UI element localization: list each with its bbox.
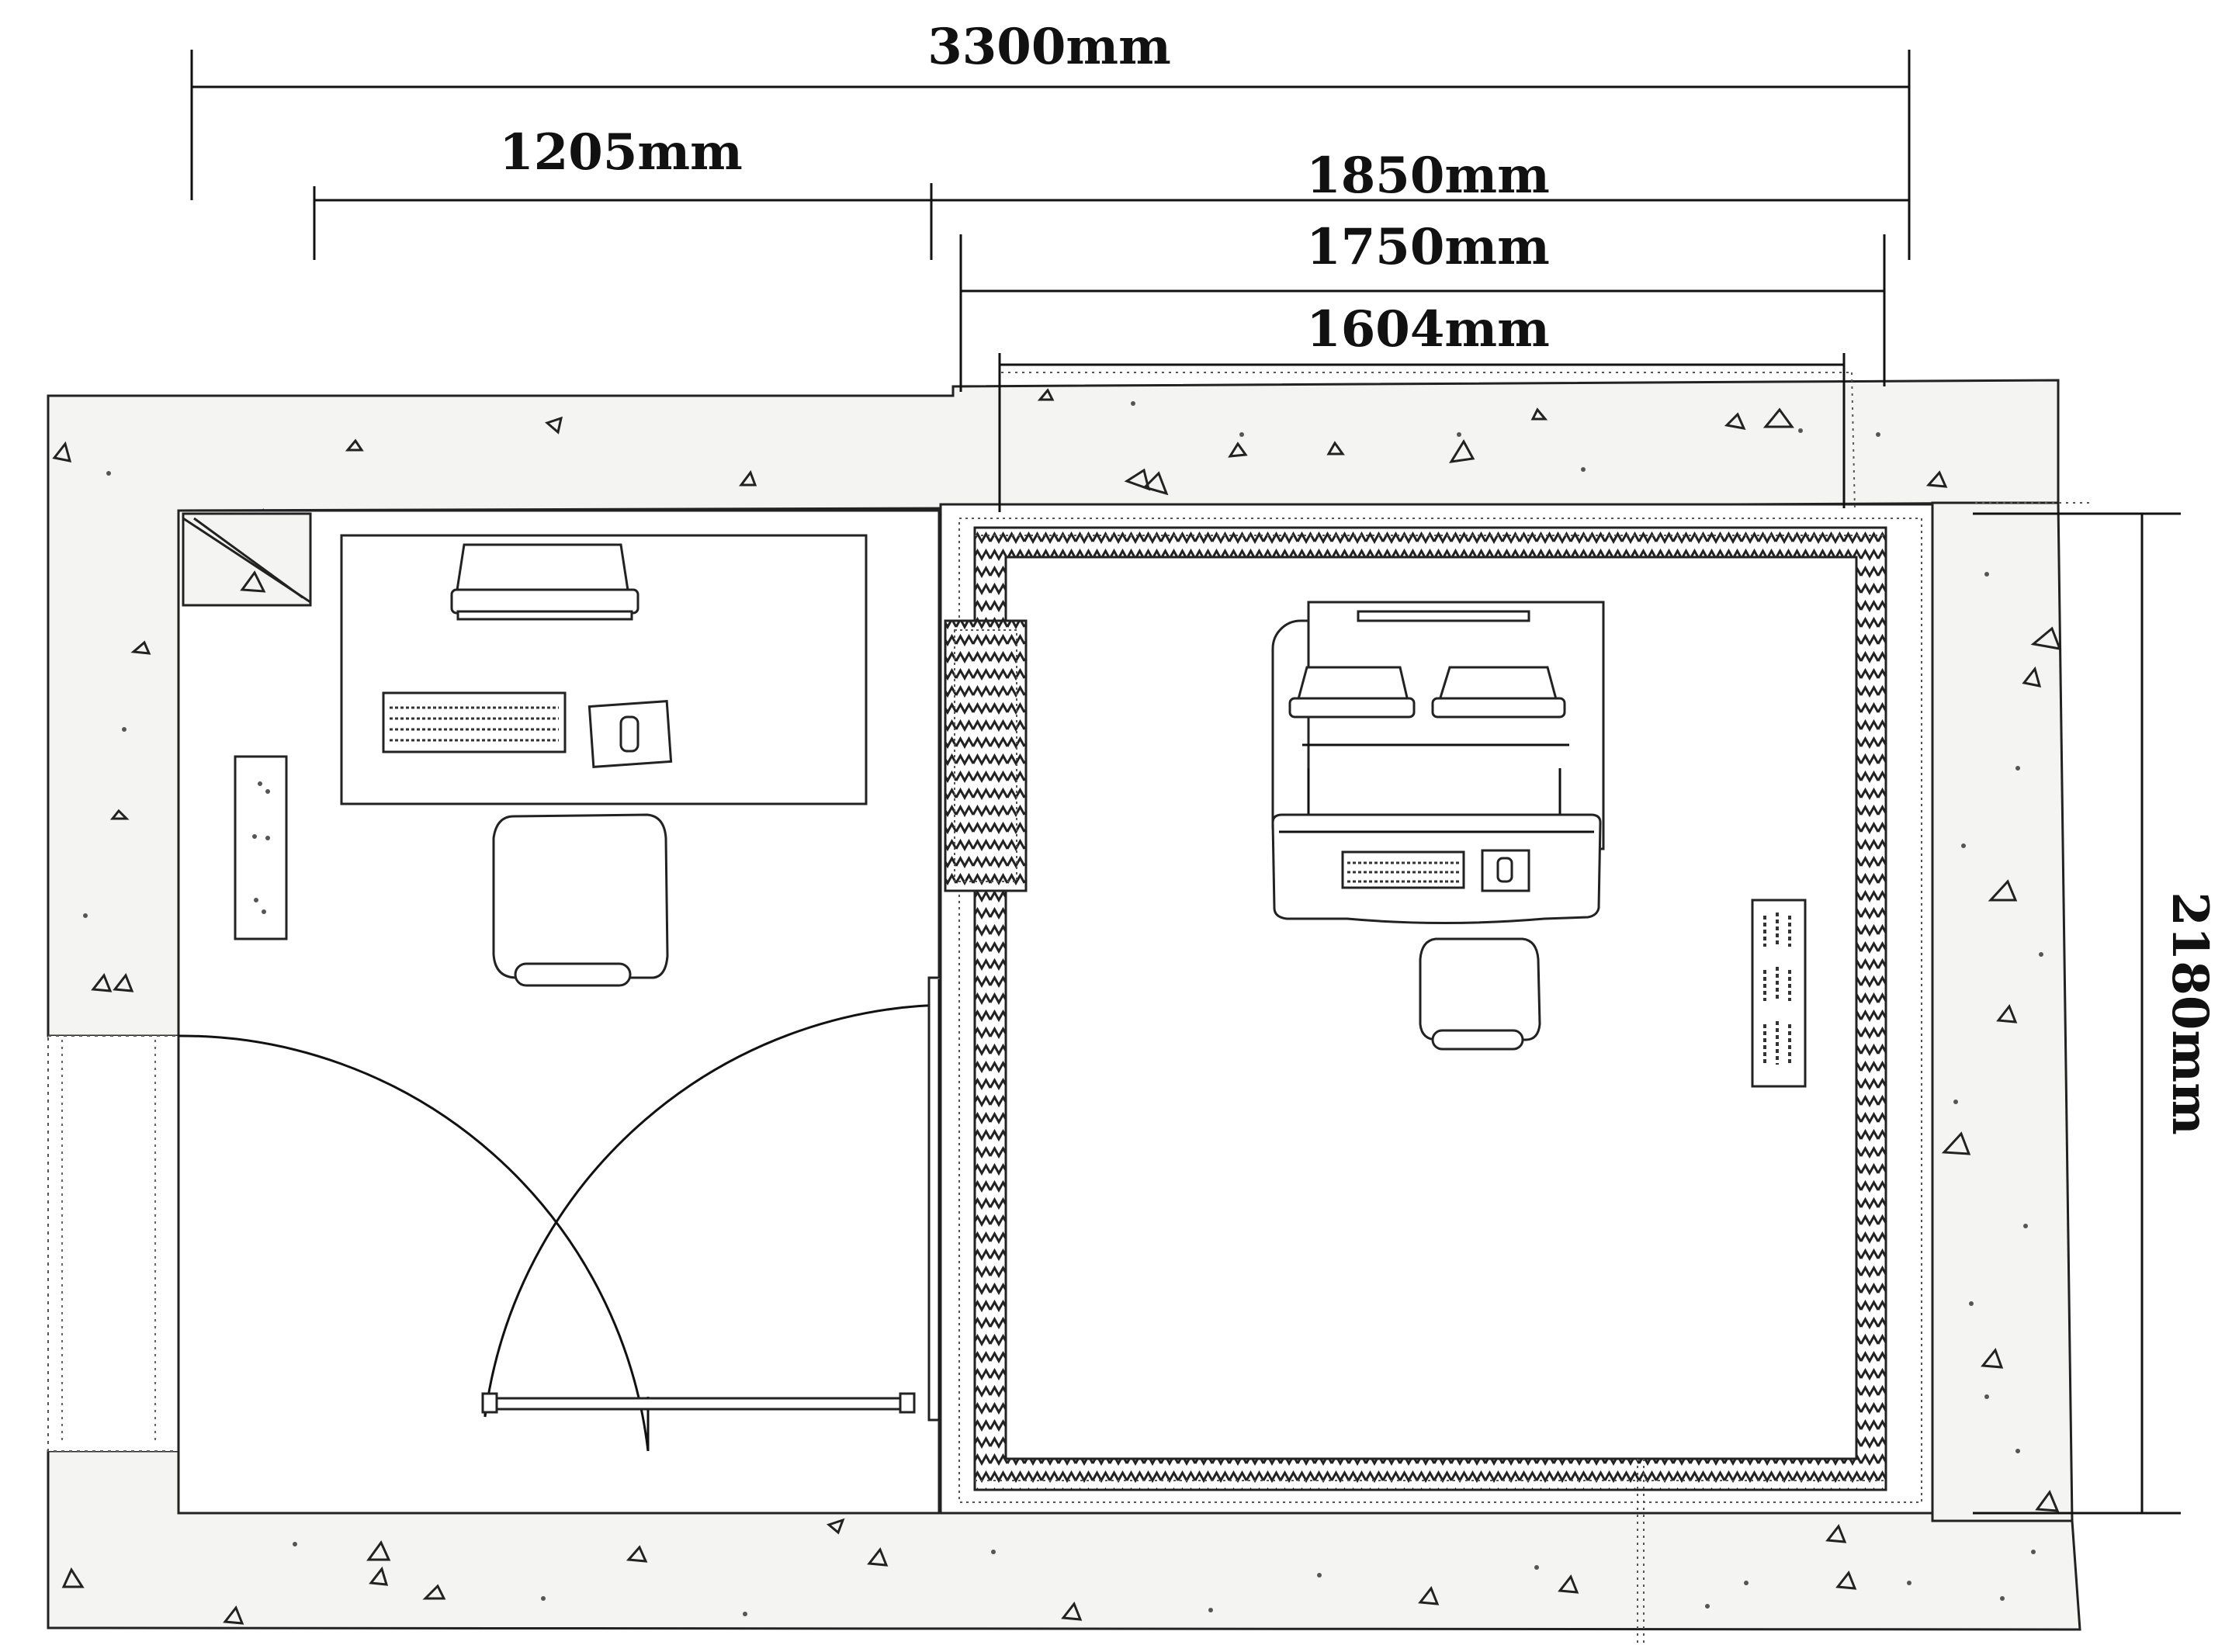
dim-1750: 1750mm — [1306, 218, 1550, 276]
console-monitor-left — [1288, 666, 1416, 719]
dim-1604: 1604mm — [1306, 300, 1550, 358]
door-swing-arcs — [178, 1003, 963, 1452]
anteroom-switch-panel — [234, 755, 288, 940]
console-monitor-right — [1431, 666, 1566, 719]
dimension-labels: 3300mm 1205mm 1850mm 1750mm 1604mm 2180m… — [499, 18, 2219, 1135]
anteroom-keyboard — [382, 691, 567, 753]
dim-1205: 1205mm — [499, 123, 743, 182]
console-chair — [1419, 937, 1541, 1051]
anteroom-monitor — [450, 543, 639, 621]
wall-aggregate-marks — [52, 388, 2062, 1625]
anteroom — [177, 509, 967, 1515]
wall-window — [944, 619, 1028, 892]
dim-1850: 1850mm — [1306, 147, 1550, 205]
anteroom-chair — [492, 813, 669, 987]
console-keyboard — [1341, 850, 1465, 889]
console-workstation — [1271, 601, 1605, 924]
concrete-walls — [47, 379, 2081, 1631]
anteroom-mouse-pad — [587, 700, 673, 768]
equipment-panel — [1751, 899, 1807, 1088]
test-room — [939, 503, 1934, 1515]
wall-speckle-dots — [83, 401, 2043, 1616]
console-mouse-pad — [1481, 849, 1530, 892]
dim-3300: 3300mm — [927, 18, 1171, 76]
dim-2180: 2180mm — [2161, 892, 2219, 1135]
dimension-lines — [190, 50, 2181, 1515]
construction-lines — [1001, 372, 2092, 1645]
